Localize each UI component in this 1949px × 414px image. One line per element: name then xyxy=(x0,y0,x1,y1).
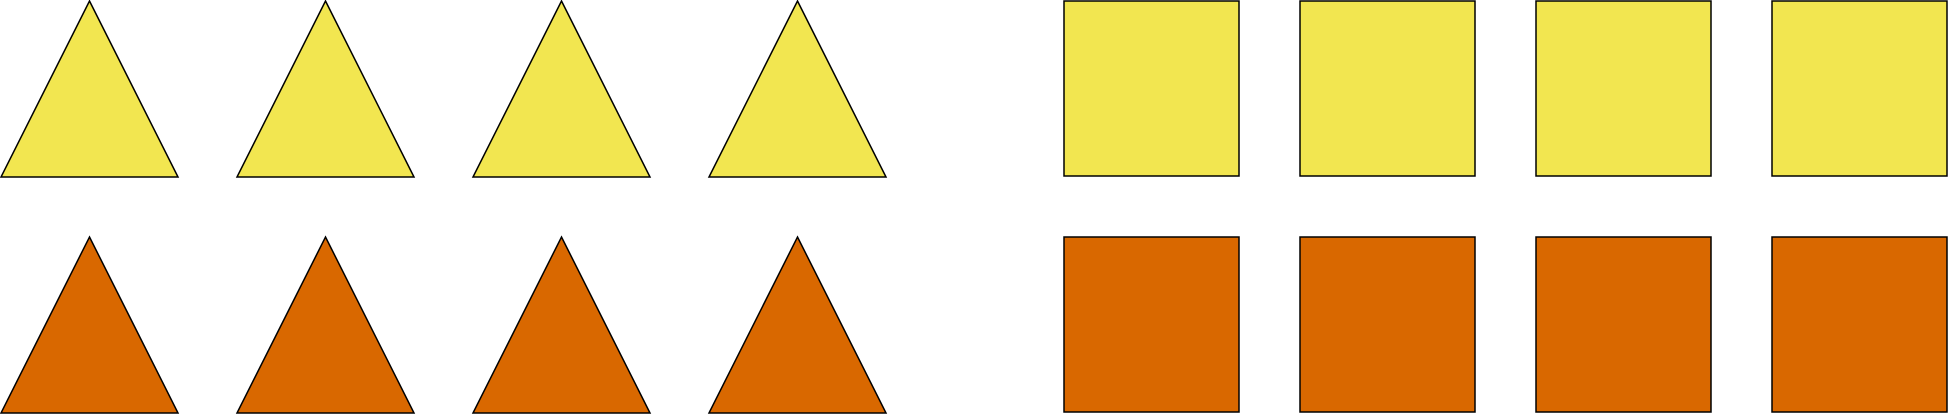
yellow-row-square-4 xyxy=(1771,0,1948,177)
yellow-row-triangle-3 xyxy=(471,0,652,178)
yellow-row-triangle-1 xyxy=(0,0,180,178)
orange-row-square-4 xyxy=(1771,236,1948,413)
orange-row-triangle-3 xyxy=(471,235,652,414)
orange-row-triangle-2 xyxy=(235,235,416,414)
yellow-row-triangle-4 xyxy=(707,0,888,178)
yellow-row-square-3 xyxy=(1535,0,1712,177)
yellow-row-square-1 xyxy=(1063,0,1240,177)
orange-row-square-2 xyxy=(1299,236,1476,413)
yellow-row-triangle-2 xyxy=(235,0,416,178)
orange-row-square-1 xyxy=(1063,236,1240,413)
orange-row-square-3 xyxy=(1535,236,1712,413)
yellow-row-square-2 xyxy=(1299,0,1476,177)
orange-row-triangle-1 xyxy=(0,235,180,414)
orange-row-triangle-4 xyxy=(707,235,888,414)
